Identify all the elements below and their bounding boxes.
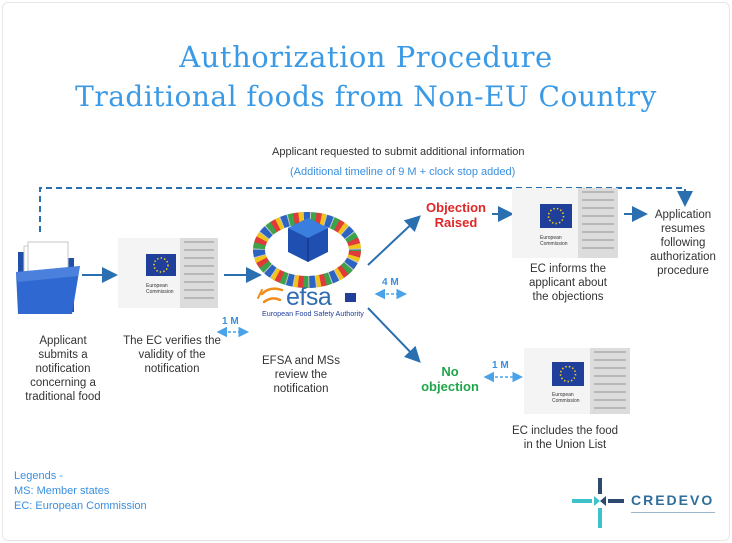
arrow-to-no-objection <box>367 307 421 363</box>
duration-review: 4 M <box>382 277 399 288</box>
ec-building-image-1: European Commission <box>118 238 218 308</box>
step-ec-verifies: The EC verifies the validity of the noti… <box>123 335 221 375</box>
timeline-note: (Additional timeline of 9 M + clock stop… <box>290 166 516 178</box>
legend-heading: Legends - <box>14 470 63 482</box>
legend-ec: EC: European Commission <box>14 500 147 512</box>
ec-card-label-2: Commission <box>540 241 568 247</box>
outcome-no-objection: No objection <box>421 364 479 394</box>
eu-flag-icon <box>540 204 572 228</box>
eu-flag-icon <box>146 254 176 276</box>
efsa-wordmark: efsa <box>286 283 332 311</box>
feedback-loop-arrow <box>39 187 693 232</box>
step-applicant-submits: Applicant submits a notification concern… <box>25 335 101 403</box>
ec-card-label-2: Commission <box>552 398 580 404</box>
title-line-2: Traditional foods from Non-EU Country <box>75 80 657 113</box>
title-line-1: Authorization Procedure <box>179 40 553 74</box>
eu-flag-icon <box>552 362 584 386</box>
ec-card-label-1: European <box>540 235 562 241</box>
duration-inclusion: 1 M <box>492 360 509 371</box>
ec-building-image-2: European Commission <box>512 188 618 258</box>
additional-info-note: Applicant requested to submit additional… <box>272 146 525 158</box>
ec-card-label-2: Commission <box>146 289 174 295</box>
legend-ms: MS: Member states <box>14 485 110 497</box>
ec-building-image-3: European Commission <box>524 348 630 414</box>
step-ec-informs: EC informs the applicant about the objec… <box>528 263 607 303</box>
step-ec-includes: EC includes the food in the Union List <box>511 425 619 451</box>
credevo-underline <box>631 512 715 513</box>
ec-card-label-1: European <box>146 283 168 289</box>
efsa-subtitle: European Food Safety Authority <box>262 309 364 318</box>
duration-efsa: 1 M <box>222 316 239 327</box>
arrow-to-objection <box>367 215 421 266</box>
outcome-objection: Objection Raised <box>426 200 486 230</box>
step-application-resumes: Application resumes following authorizat… <box>650 209 716 277</box>
legend: Legends - MS: Member states EC: European… <box>14 469 147 514</box>
credevo-wordmark: CREDEVO <box>631 492 715 508</box>
ec-card-label-1: European <box>552 392 574 398</box>
step-efsa-review: EFSA and MSs review the notification <box>262 355 340 395</box>
